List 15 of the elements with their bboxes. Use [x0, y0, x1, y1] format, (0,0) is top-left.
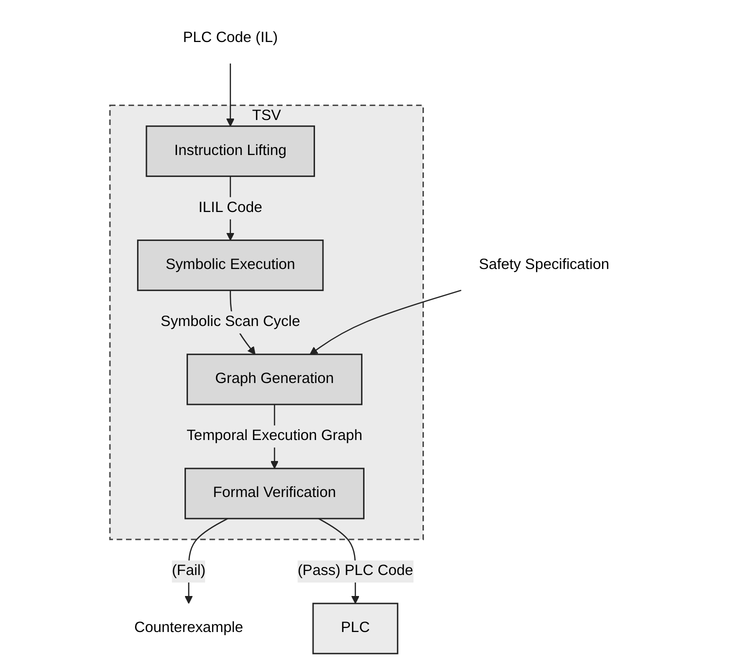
edge-label: (Fail) [172, 563, 206, 579]
node-text: PLC Code (IL) [183, 30, 278, 46]
edge-label: Symbolic Scan Cycle [160, 314, 300, 330]
node-box: Formal Verification [184, 468, 365, 520]
node-box: PLC [312, 602, 399, 654]
edge-label: (Pass) PLC Code [298, 563, 414, 579]
node-text: Safety Specification [479, 256, 610, 273]
arrow [226, 64, 235, 127]
edge-label: Temporal Execution Graph [186, 428, 363, 444]
node-box: Instruction Lifting [146, 125, 316, 177]
node-box: Symbolic Execution [137, 240, 324, 292]
node-text: Counterexample [134, 620, 244, 636]
node-box: Graph Generation [186, 354, 363, 406]
edge-label: ILIL Code [198, 200, 263, 216]
arrow [310, 290, 462, 355]
